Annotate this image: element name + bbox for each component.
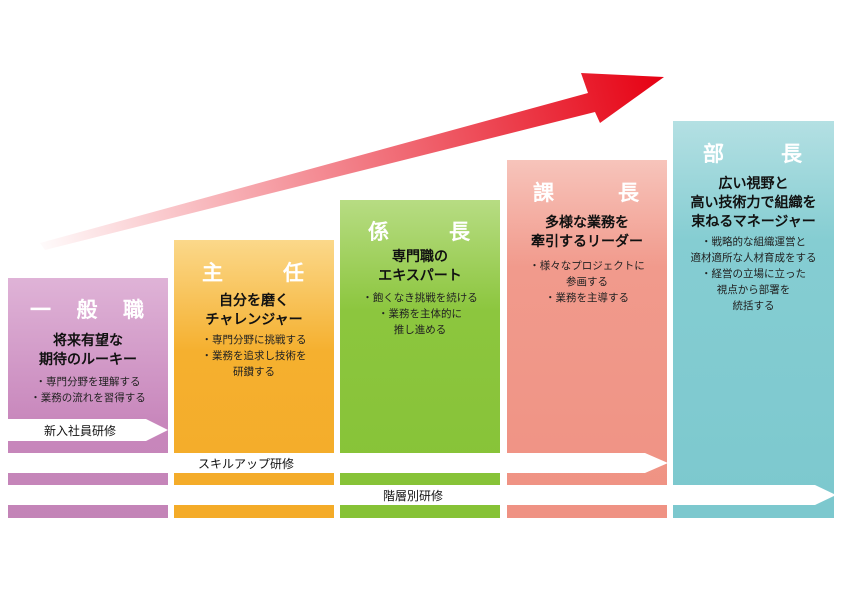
skill-up-training-arrow — [8, 453, 668, 473]
step-subtitle: 多様な業務を 牽引するリーダー — [531, 215, 643, 250]
step-title: 主 任 — [202, 261, 306, 285]
new-employee-training-arrow — [8, 419, 168, 441]
step-subtitle: 広い視野と 高い技術力で組織を 束ねるマネージャー — [690, 176, 817, 230]
skill-up-training-label: スキルアップ研修 — [198, 457, 295, 471]
step-bullets: ・飽くなき挑戦を続ける ・業務を主体的に 推し進める — [362, 292, 478, 336]
step-bucho: 部 長 広い視野と 高い技術力で組織を 束ねるマネージャー ・戦略的な組織運営と… — [673, 121, 834, 518]
rank-training-arrow — [8, 485, 836, 505]
step-bullets: ・戦略的な組織運営と 適材適所な人材育成をする ・経営の立場に立った 視点から部… — [690, 236, 817, 312]
step-ippanshoku: 一 般 職 将来有望な 期待のルーキー ・専門分野を理解する ・業務の流れを習得… — [8, 278, 168, 518]
step-bullets: ・様々なプロジェクトに 参画する ・業務を主導する — [529, 260, 645, 304]
step-title: 一 般 職 — [30, 298, 146, 322]
rank-training-label: 階層別研修 — [383, 489, 444, 503]
step-bullets: ・専門分野に挑戦する ・業務を追求し技術を 研鑽する — [201, 334, 307, 378]
new-employee-training-label: 新入社員研修 — [44, 424, 117, 438]
step-subtitle: 専門職の エキスパート — [378, 249, 462, 284]
step-title: 課 長 — [533, 181, 641, 205]
step-bullets: ・専門分野を理解する ・業務の流れを習得する — [30, 376, 146, 404]
step-title: 係 長 — [368, 220, 472, 244]
step-subtitle: 自分を磨く チャレンジャー — [205, 293, 303, 328]
step-subtitle: 将来有望な 期待のルーキー — [39, 333, 137, 368]
step-title: 部 長 — [703, 142, 804, 166]
